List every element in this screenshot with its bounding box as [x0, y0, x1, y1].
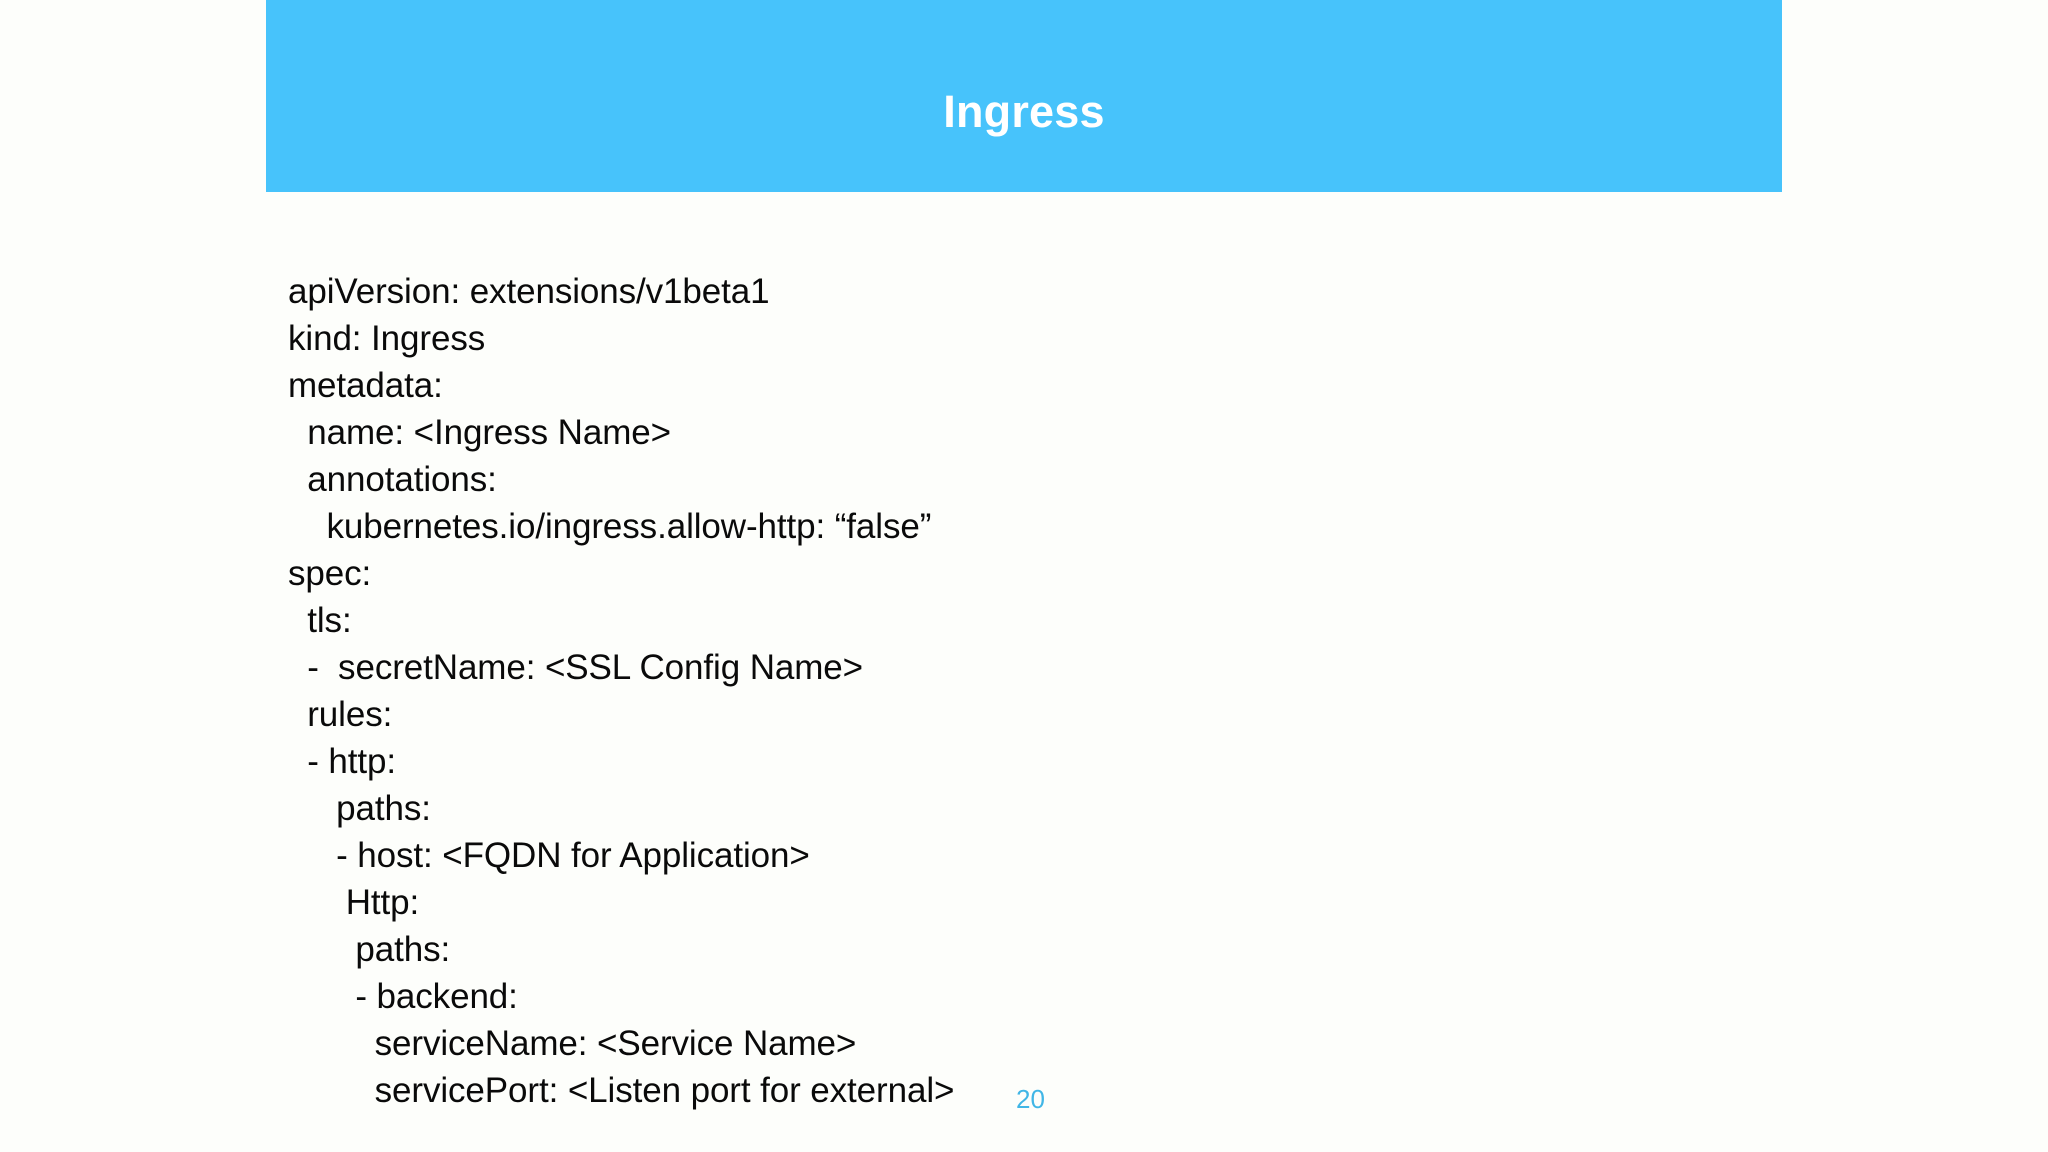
- code-line: rules:: [288, 695, 393, 734]
- page-number: 20: [1016, 1084, 1045, 1114]
- code-line: - http:: [288, 742, 397, 781]
- code-line: Http:: [288, 883, 420, 922]
- code-line: servicePort: <Listen port for external>: [288, 1071, 955, 1110]
- code-line: apiVersion: extensions/v1beta1: [288, 272, 770, 311]
- code-line: metadata:: [288, 366, 443, 405]
- yaml-code-block: apiVersion: extensions/v1beta1 kind: Ingr…: [288, 268, 1788, 1114]
- code-line: serviceName: <Service Name>: [288, 1024, 857, 1063]
- code-line: name: <Ingress Name>: [288, 413, 671, 452]
- code-line: annotations:: [288, 460, 497, 499]
- code-line: paths:: [288, 789, 431, 828]
- code-line: spec:: [288, 554, 372, 593]
- code-line: - backend:: [288, 977, 518, 1016]
- code-line: - secretName: <SSL Config Name>: [288, 648, 863, 687]
- slide-title: Ingress: [943, 85, 1105, 137]
- code-line: - host: <FQDN for Application>: [288, 836, 810, 875]
- code-line: tls:: [288, 601, 352, 640]
- code-line: kind: Ingress: [288, 319, 486, 358]
- title-banner: Ingress: [266, 0, 1782, 192]
- code-line: paths:: [288, 930, 451, 969]
- code-line: kubernetes.io/ingress.allow-http: “false…: [288, 507, 932, 546]
